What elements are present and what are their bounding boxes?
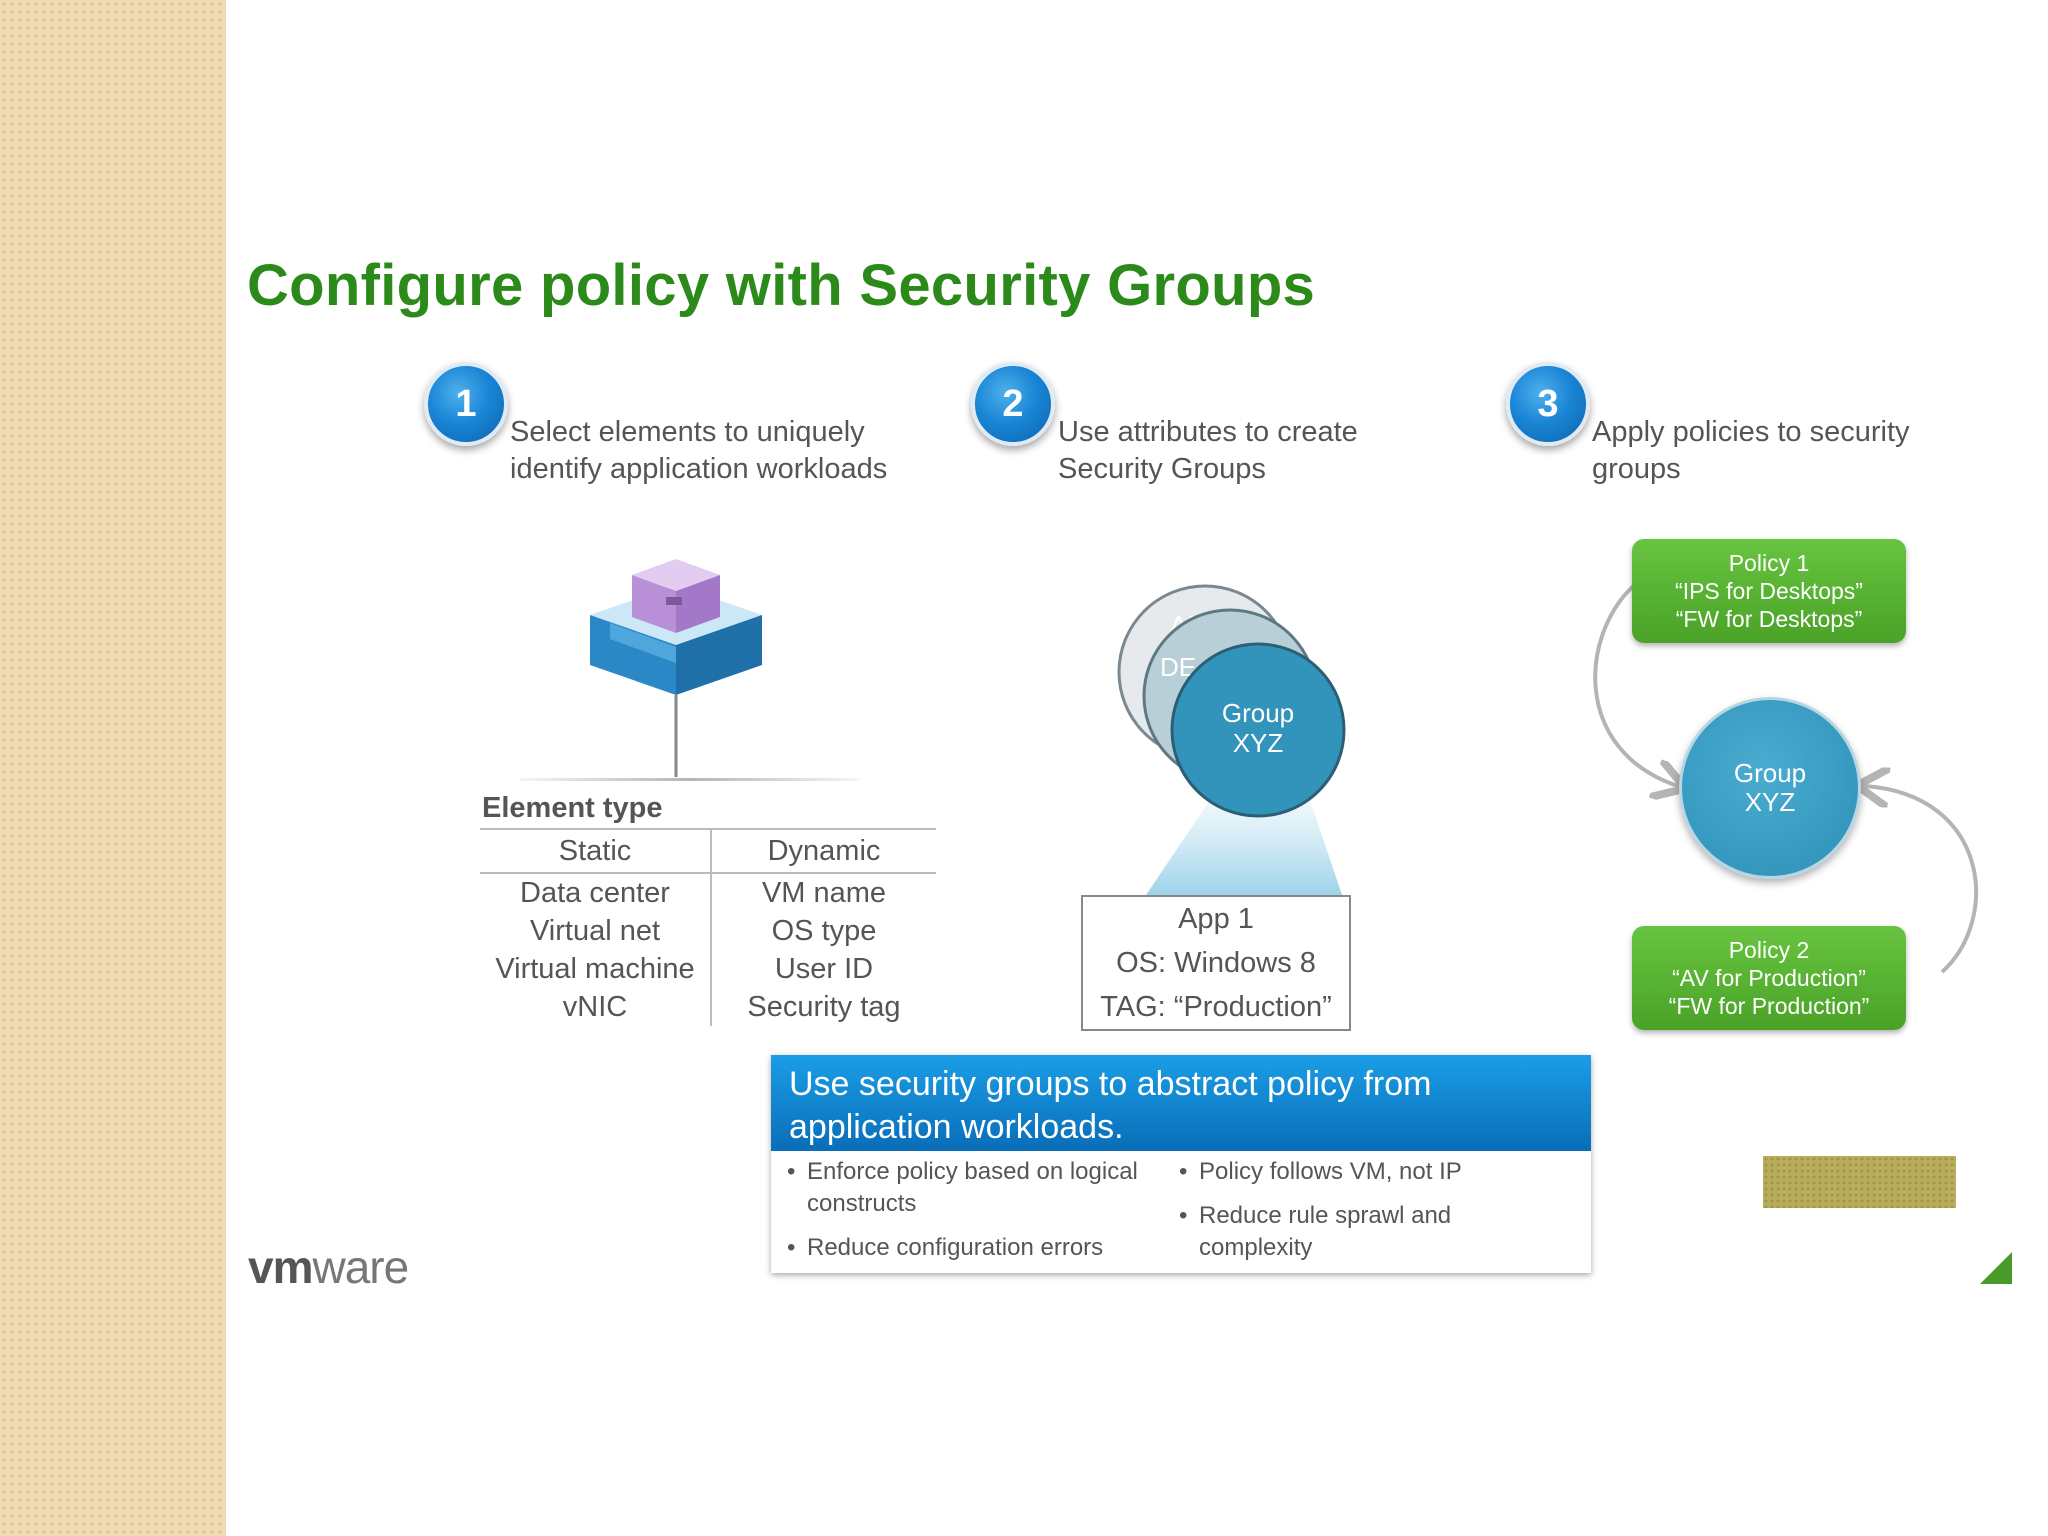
policy-1-box: Policy 1 “IPS for Desktops” “FW for Desk… bbox=[1632, 539, 1906, 643]
policy-2-rule-2: “FW for Production” bbox=[1668, 993, 1870, 1019]
app-attribute-box: App 1 OS: Windows 8 TAG: “Production” bbox=[1081, 895, 1351, 1031]
step-1-text: Select elements to uniquely identify app… bbox=[510, 416, 888, 485]
table-row: Data center VM name bbox=[480, 873, 936, 912]
step-2-text: Use attributes to create Security Groups bbox=[1058, 416, 1358, 485]
vmware-logo: vmware bbox=[248, 1240, 409, 1294]
list-item: Enforce policy based on logical construc… bbox=[787, 1156, 1172, 1220]
list-item: Policy follows VM, not IP bbox=[1179, 1156, 1499, 1188]
security-group-stack: APP DE Group XYZ bbox=[1117, 584, 1346, 895]
summary-right-bullets: Policy follows VM, not IP Reduce rule sp… bbox=[1179, 1156, 1499, 1276]
step-2-badge: 2 bbox=[971, 362, 1055, 446]
static-cell: Data center bbox=[480, 873, 712, 912]
policy-1-title: Policy 1 bbox=[1728, 550, 1810, 576]
group-front-label-2: XYZ bbox=[1233, 728, 1284, 758]
column-header-static: Static bbox=[480, 828, 712, 874]
static-cell: vNIC bbox=[480, 988, 712, 1026]
step-3-badge: 3 bbox=[1506, 362, 1590, 446]
group-xyz-circle: Group XYZ bbox=[1679, 697, 1861, 879]
app-os: OS: Windows 8 bbox=[1116, 947, 1316, 979]
group-xyz-line-1: Group bbox=[1733, 758, 1807, 788]
decorative-olive-block bbox=[1763, 1156, 1956, 1208]
dynamic-cell: User ID bbox=[774, 952, 874, 985]
policy-1-rule-2: “FW for Desktops” bbox=[1675, 606, 1863, 632]
group-front-label-1: Group bbox=[1222, 698, 1294, 728]
policy-cycle-arrows bbox=[1593, 580, 1979, 974]
step-3-text: Apply policies to security groups bbox=[1592, 416, 1910, 485]
summary-heading: Use security groups to abstract policy f… bbox=[771, 1055, 1591, 1151]
app-tag: TAG: “Production” bbox=[1100, 991, 1332, 1023]
decorative-side-band bbox=[0, 0, 226, 1536]
dynamic-cell: VM name bbox=[761, 876, 887, 909]
group-circle-front bbox=[1170, 642, 1346, 818]
summary-left-bullets: Enforce policy based on logical construc… bbox=[787, 1156, 1172, 1276]
dynamic-cell: Security tag bbox=[747, 990, 901, 1023]
list-item: Reduce configuration errors bbox=[787, 1232, 1172, 1264]
column-header-dynamic: Dynamic bbox=[711, 828, 936, 874]
policy-1-rule-1: “IPS for Desktops” bbox=[1675, 578, 1863, 604]
table-row: Virtual net OS type bbox=[480, 912, 936, 950]
static-cell: Virtual machine bbox=[480, 950, 712, 988]
policy-2-box: Policy 2 “AV for Production” “FW for Pro… bbox=[1632, 926, 1906, 1030]
summary-callout: Use security groups to abstract policy f… bbox=[771, 1055, 1591, 1273]
list-item: Reduce rule sprawl and complexity bbox=[1179, 1200, 1499, 1264]
element-type-title: Element type bbox=[482, 792, 663, 824]
vm-baseline bbox=[520, 778, 860, 781]
policy-2-rule-1: “AV for Production” bbox=[1672, 965, 1866, 991]
logo-vm: vm bbox=[248, 1241, 313, 1293]
dynamic-cell: OS type bbox=[771, 914, 877, 947]
corner-triangle-icon bbox=[1980, 1252, 2012, 1284]
element-type-table: Static Dynamic Data center VM name Virtu… bbox=[480, 828, 936, 1026]
slide-title: Configure policy with Security Groups bbox=[247, 253, 1316, 318]
virtual-machine-icon bbox=[590, 559, 762, 777]
app-name: App 1 bbox=[1178, 903, 1254, 935]
group-xyz-line-2: XYZ bbox=[1744, 787, 1796, 817]
logo-ware: ware bbox=[312, 1241, 409, 1293]
table-row: Virtual machine User ID bbox=[480, 950, 936, 988]
step-1-badge: 1 bbox=[424, 362, 508, 446]
static-cell: Virtual net bbox=[480, 912, 712, 950]
policy-2-title: Policy 2 bbox=[1728, 937, 1810, 963]
table-row: vNIC Security tag bbox=[480, 988, 936, 1026]
